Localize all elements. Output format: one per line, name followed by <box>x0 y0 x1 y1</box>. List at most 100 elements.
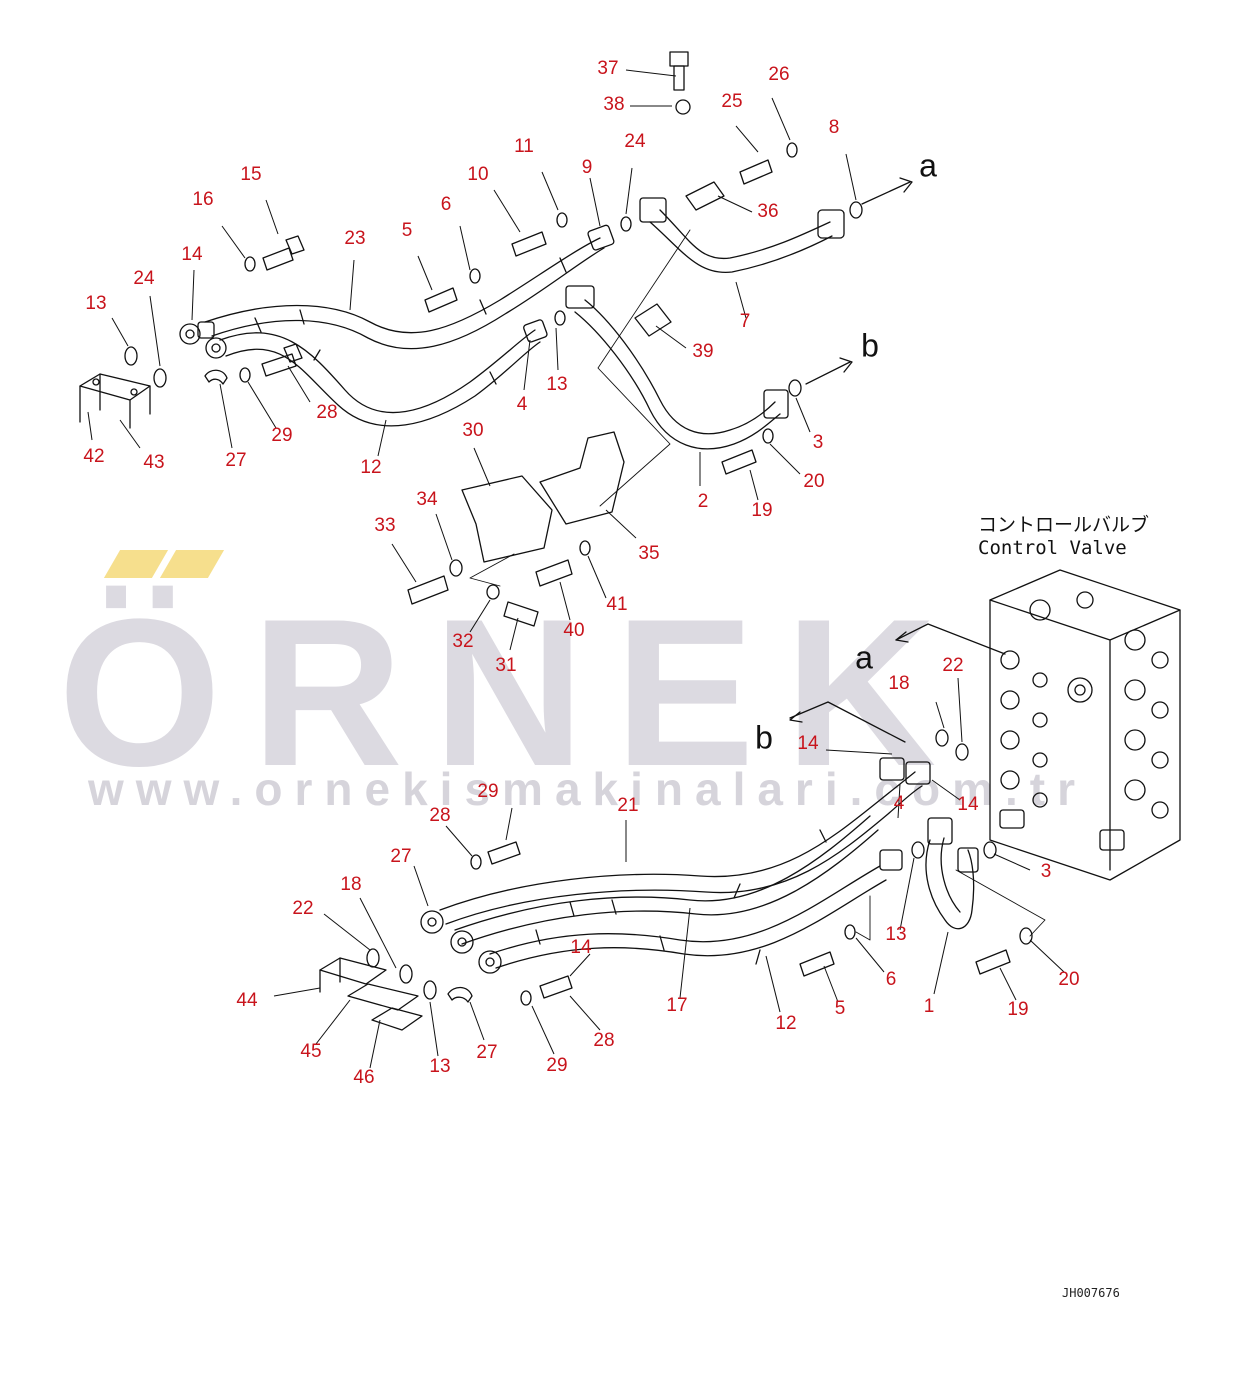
callout-29-top: 29 <box>271 425 293 446</box>
callout-7: 7 <box>739 311 751 332</box>
watermark-logo: ÖRNEK <box>58 575 967 810</box>
callout-14-right: 14 <box>957 794 979 815</box>
callout-14-bottom: 14 <box>570 937 592 958</box>
callout-32: 32 <box>452 631 474 652</box>
callout-22-right: 22 <box>942 655 964 676</box>
callout-46: 46 <box>353 1067 375 1088</box>
callout-13-bottom: 13 <box>429 1056 451 1077</box>
callout-34: 34 <box>416 489 438 510</box>
callout-25: 25 <box>721 91 743 112</box>
callout-39: 39 <box>692 341 714 362</box>
callout-43: 43 <box>143 452 165 473</box>
tube-7 <box>639 197 845 274</box>
callout-18-right: 18 <box>888 673 910 694</box>
callout-42: 42 <box>83 446 105 467</box>
callout-11: 11 <box>514 136 534 157</box>
tube-2 <box>565 285 789 450</box>
bracket-30 <box>461 475 553 563</box>
callout-19-bottom: 19 <box>1007 999 1029 1020</box>
callout-18-left: 18 <box>340 874 362 895</box>
callout-4-top: 4 <box>516 394 528 415</box>
callout-27-top: 27 <box>225 450 247 471</box>
callout-37: 37 <box>597 58 619 79</box>
control-valve-label-jp: コントロールバルブ <box>978 514 1150 536</box>
callout-36: 36 <box>757 201 779 222</box>
callout-35: 35 <box>638 543 660 564</box>
callout-41: 41 <box>606 594 628 615</box>
callout-3-top: 3 <box>812 432 824 453</box>
callout-45: 45 <box>300 1041 322 1062</box>
callout-40: 40 <box>563 620 585 641</box>
hose-21 <box>439 771 923 925</box>
callout-12-bottom: 12 <box>775 1013 797 1034</box>
callout-44: 44 <box>236 990 258 1011</box>
bracket-39 <box>634 303 672 337</box>
callout-20-bottom: 20 <box>1058 969 1080 990</box>
callout-4-bottom: 4 <box>893 793 905 814</box>
callout-12-top: 12 <box>360 457 382 478</box>
control-valve-block <box>989 569 1181 881</box>
callout-14-mid: 14 <box>797 733 819 754</box>
callout-21: 21 <box>617 795 639 816</box>
callout-15: 15 <box>240 164 262 185</box>
hose-12-top <box>219 329 541 427</box>
flange-14-top <box>179 321 227 359</box>
callout-13-left: 13 <box>85 293 107 314</box>
callout-31: 31 <box>495 655 517 676</box>
callout-16: 16 <box>192 189 214 210</box>
callout-13-mid: 13 <box>546 374 568 395</box>
callout-27-mid: 27 <box>390 846 412 867</box>
hose-17 <box>454 815 879 945</box>
callout-2: 2 <box>697 491 709 512</box>
callout-38: 38 <box>603 94 625 115</box>
bracket-35 <box>539 431 625 525</box>
callout-30: 30 <box>462 420 484 441</box>
hose-12-bottom <box>489 865 887 969</box>
callout-26: 26 <box>768 64 790 85</box>
callout-13-right: 13 <box>885 924 907 945</box>
arrow-a-bottom <box>895 623 1006 655</box>
callout-6-bottom: 6 <box>885 969 897 990</box>
callout-24-left: 24 <box>133 268 155 289</box>
direction-mark-b-bottom: b <box>755 719 773 756</box>
callout-5-bottom: 5 <box>834 998 846 1019</box>
watermark-url: www.ornekismakinalari.com.tr <box>88 763 1087 815</box>
callout-28-bottom: 28 <box>593 1030 615 1051</box>
callout-6-top: 6 <box>440 194 452 215</box>
callout-8: 8 <box>828 117 840 138</box>
callout-28-top: 28 <box>316 402 338 423</box>
callout-24-upper: 24 <box>624 131 646 152</box>
clamp-27-top <box>204 369 228 385</box>
flange-27-bottom <box>420 910 502 974</box>
callout-17: 17 <box>666 995 688 1016</box>
callout-5-top: 5 <box>401 220 413 241</box>
callout-3-bottom: 3 <box>1040 861 1052 882</box>
callout-23: 23 <box>344 228 366 249</box>
hose-23 <box>204 237 605 350</box>
callout-29-bottom: 29 <box>546 1055 568 1076</box>
arrow-b-bottom <box>789 701 906 743</box>
direction-mark-a-bottom: a <box>855 639 873 676</box>
flange-plate-44-45-46 <box>319 957 423 1031</box>
tube-1 <box>925 817 979 930</box>
callout-20-top: 20 <box>803 471 825 492</box>
drawing-code: JH007676 <box>1062 1286 1120 1300</box>
callout-33: 33 <box>374 515 396 536</box>
callout-22-left: 22 <box>292 898 314 919</box>
callout-1: 1 <box>923 996 935 1017</box>
callout-14-top: 14 <box>181 244 203 265</box>
arrow-a-top <box>861 177 913 205</box>
callout-28-mid: 28 <box>429 805 451 826</box>
direction-mark-a-top: a <box>919 147 937 184</box>
bracket-36 <box>685 181 725 211</box>
control-valve-label-en: Control Valve <box>978 537 1127 559</box>
direction-mark-b-top: b <box>861 327 879 364</box>
callout-10: 10 <box>467 164 489 185</box>
callout-29-mid: 29 <box>477 781 499 802</box>
flange-14-bottom <box>879 757 931 871</box>
callout-19-top: 19 <box>751 500 773 521</box>
callout-27-bottom: 27 <box>476 1042 498 1063</box>
arrow-b-top <box>805 357 853 385</box>
